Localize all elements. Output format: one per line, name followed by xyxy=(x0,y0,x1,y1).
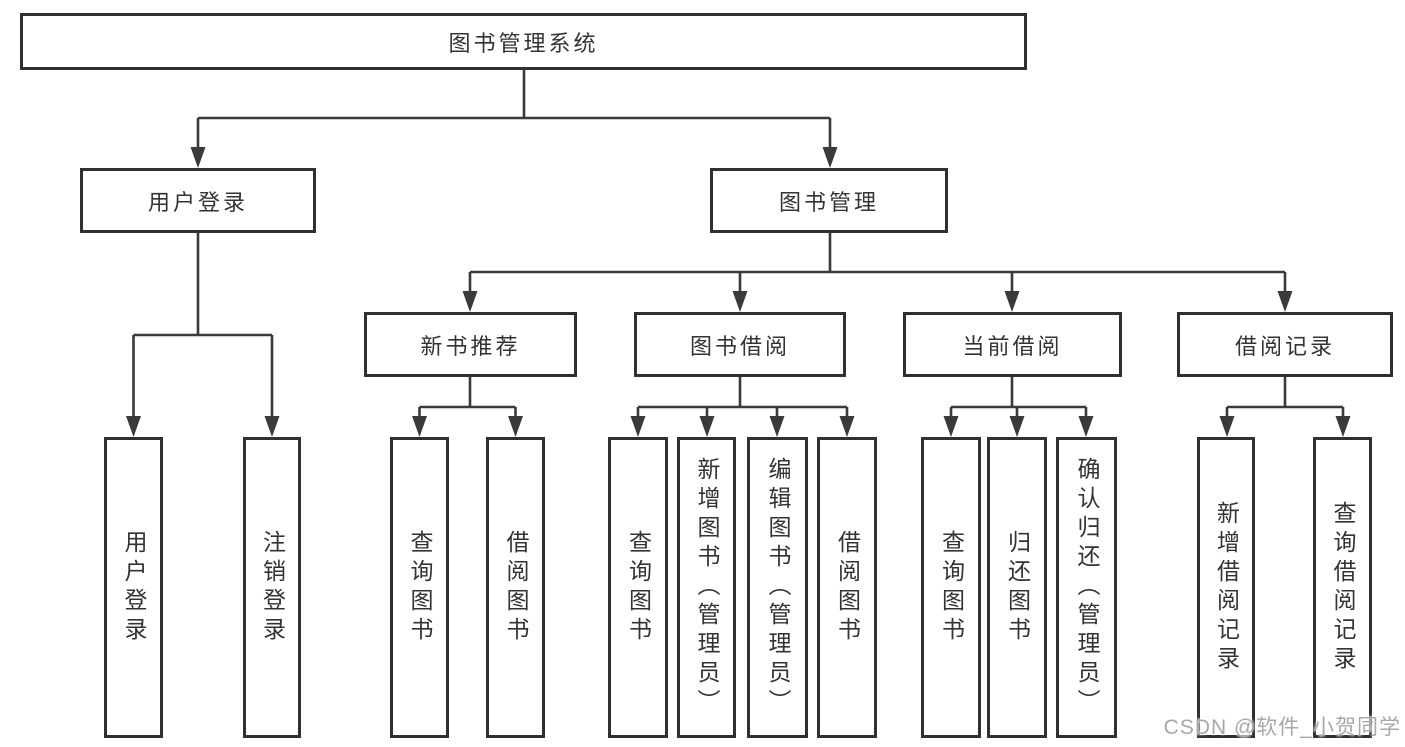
leaf-search-books-borrowing: 查询图书 xyxy=(608,437,668,738)
arrowhead xyxy=(1277,291,1293,312)
leaf-label: 查询图书 xyxy=(938,529,965,646)
arrowhead xyxy=(1009,416,1025,437)
arrowhead xyxy=(699,416,715,437)
arrowhead xyxy=(822,147,838,168)
node-borrowing-records: 借阅记录 xyxy=(1177,312,1393,377)
arrowhead xyxy=(1004,291,1020,312)
node-label: 图书管理 xyxy=(778,189,879,215)
node-label: 图书借阅 xyxy=(689,333,790,359)
arrowhead xyxy=(1078,416,1094,437)
leaf-search-books-current: 查询图书 xyxy=(921,437,981,738)
node-book-borrowing: 图书借阅 xyxy=(634,312,846,377)
arrowhead xyxy=(412,416,427,437)
arrowhead xyxy=(508,416,523,437)
leaf-search-borrow-record: 查询借阅记录 xyxy=(1313,437,1372,738)
arrowhead xyxy=(630,416,646,437)
leaf-edit-books-admin: 编辑图书（管理员） xyxy=(747,437,808,738)
arrowhead xyxy=(1219,416,1235,437)
leaf-borrow-books-borrowing: 借阅图书 xyxy=(817,437,877,738)
leaf-confirm-return-admin: 确认归还（管理员） xyxy=(1056,437,1117,738)
leaf-add-borrow-record: 新增借阅记录 xyxy=(1197,437,1255,738)
leaf-label: 借阅图书 xyxy=(503,529,529,646)
node-new-book-recommendation: 新书推荐 xyxy=(364,312,577,377)
node-book-management: 图书管理 xyxy=(710,168,948,233)
arrowhead xyxy=(190,147,206,168)
leaf-logout: 注销登录 xyxy=(243,437,301,738)
node-label: 当前借阅 xyxy=(962,333,1063,359)
leaf-label: 注销登录 xyxy=(259,529,286,646)
arrowhead xyxy=(732,291,748,312)
node-current-borrowing: 当前借阅 xyxy=(903,312,1122,377)
leaf-return-books: 归还图书 xyxy=(987,437,1047,738)
node-label: 借阅记录 xyxy=(1234,333,1335,359)
arrowhead xyxy=(126,416,141,437)
leaf-label: 查询图书 xyxy=(407,529,433,646)
node-label: 新书推荐 xyxy=(420,333,521,359)
arrowhead xyxy=(462,291,478,312)
leaf-label: 新增借阅记录 xyxy=(1213,500,1240,675)
leaf-label: 用户登录 xyxy=(121,529,147,646)
node-label: 图书管理系统 xyxy=(448,30,599,56)
leaf-label: 新增图书（管理员） xyxy=(694,457,720,718)
arrowhead xyxy=(1335,416,1351,437)
arrowhead xyxy=(769,416,785,437)
leaf-user-login: 用户登录 xyxy=(104,437,163,738)
node-label: 用户登录 xyxy=(147,189,248,215)
leaf-label: 归还图书 xyxy=(1004,529,1031,646)
node-library-management-system: 图书管理系统 xyxy=(20,13,1027,70)
leaf-label: 查询借阅记录 xyxy=(1330,500,1356,675)
leaf-label: 查询图书 xyxy=(625,529,652,646)
csdn-watermark: CSDN @软件_小贺同学 xyxy=(1163,716,1401,739)
leaf-label: 借阅图书 xyxy=(834,529,861,646)
leaf-borrow-books-recommend: 借阅图书 xyxy=(486,437,545,738)
arrowhead xyxy=(839,416,855,437)
node-user-login: 用户登录 xyxy=(80,168,316,233)
leaf-label: 编辑图书（管理员） xyxy=(765,457,791,718)
leaf-label: 确认归还（管理员） xyxy=(1074,457,1100,718)
arrowhead xyxy=(943,416,959,437)
leaf-search-books-recommend: 查询图书 xyxy=(390,437,449,738)
arrowhead xyxy=(264,416,280,437)
leaf-add-books-admin: 新增图书（管理员） xyxy=(677,437,736,738)
